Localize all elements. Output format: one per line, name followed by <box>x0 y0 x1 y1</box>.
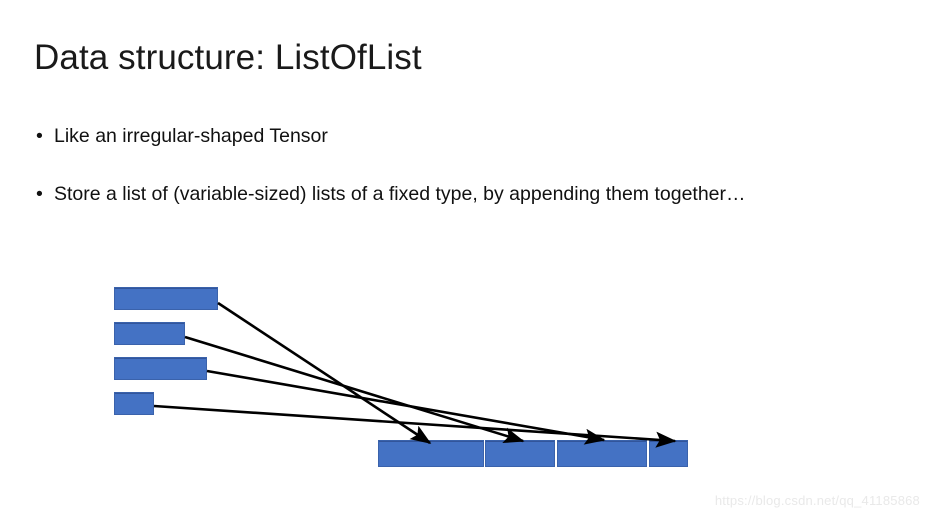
page-title: Data structure: ListOfList <box>34 38 422 77</box>
flat-list-segment-2 <box>485 440 555 467</box>
bullet-list: • Like an irregular-shaped Tensor • Stor… <box>34 118 864 234</box>
source-list-bar-1 <box>114 287 218 310</box>
source-list-bar-2 <box>114 322 185 345</box>
source-list-bar-4 <box>114 392 154 415</box>
arrow-list-3-to-segment-3 <box>206 369 606 445</box>
flat-list-segment-1 <box>378 440 484 467</box>
source-list-bar-3 <box>114 357 207 380</box>
arrow-list-4-to-segment-4 <box>153 404 677 448</box>
list-item: • Store a list of (variable-sized) lists… <box>34 176 864 212</box>
list-item: • Like an irregular-shaped Tensor <box>34 118 864 154</box>
watermark: https://blog.csdn.net/qq_41185868 <box>714 493 920 508</box>
arrow-list-2-to-segment-2 <box>184 335 525 444</box>
arrow-list-1-to-segment-1 <box>217 301 432 445</box>
bullet-point-icon: • <box>36 183 43 205</box>
bullet-text: Like an irregular-shaped Tensor <box>54 125 328 147</box>
bullet-text: Store a list of (variable-sized) lists o… <box>54 183 746 205</box>
bullet-point-icon: • <box>36 125 43 147</box>
flat-list-segment-3 <box>557 440 647 467</box>
flat-list-segment-4 <box>649 440 688 467</box>
